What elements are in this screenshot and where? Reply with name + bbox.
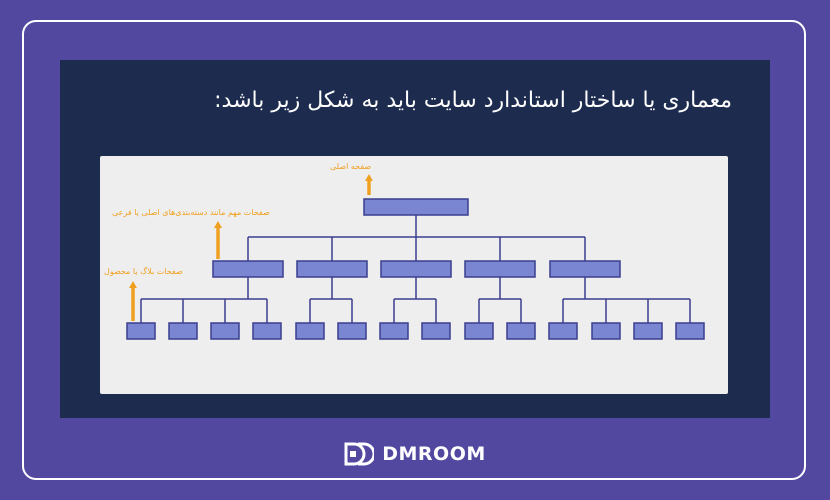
product-page-box	[506, 322, 536, 340]
category-page-box	[212, 260, 284, 278]
dmroom-logo-icon	[344, 442, 375, 466]
product-page-box	[548, 322, 578, 340]
home-level-arrow	[365, 174, 373, 195]
brand-footer: DMROOM	[0, 442, 830, 466]
label-product-pages: صفحات بلاگ یا محصول	[104, 267, 183, 276]
category-page-box	[464, 260, 536, 278]
product-page-box	[252, 322, 282, 340]
product-page-box	[337, 322, 367, 340]
product-page-box	[633, 322, 663, 340]
category-page-box	[296, 260, 368, 278]
product-page-box	[295, 322, 325, 340]
outer-frame	[22, 20, 806, 480]
product-page-box	[591, 322, 621, 340]
category-page-box	[380, 260, 452, 278]
product-page-box	[168, 322, 198, 340]
home-page-box	[363, 198, 469, 216]
category-level-arrow	[214, 221, 222, 259]
label-home-page: صفحه اصلی	[330, 162, 372, 171]
product-page-box	[421, 322, 451, 340]
product-page-box	[210, 322, 240, 340]
label-category-pages: صفحات مهم مانند دسته‌بندی‌های اصلی یا فر…	[112, 208, 270, 217]
product-page-box	[126, 322, 156, 340]
brand-name: DMROOM	[382, 443, 486, 465]
category-page-box	[549, 260, 621, 278]
page-title: معماری یا ساختار استاندارد سایت باید به …	[214, 88, 732, 113]
product-page-box	[464, 322, 494, 340]
product-page-box	[675, 322, 705, 340]
product-level-arrow	[129, 281, 137, 321]
product-page-box	[379, 322, 409, 340]
